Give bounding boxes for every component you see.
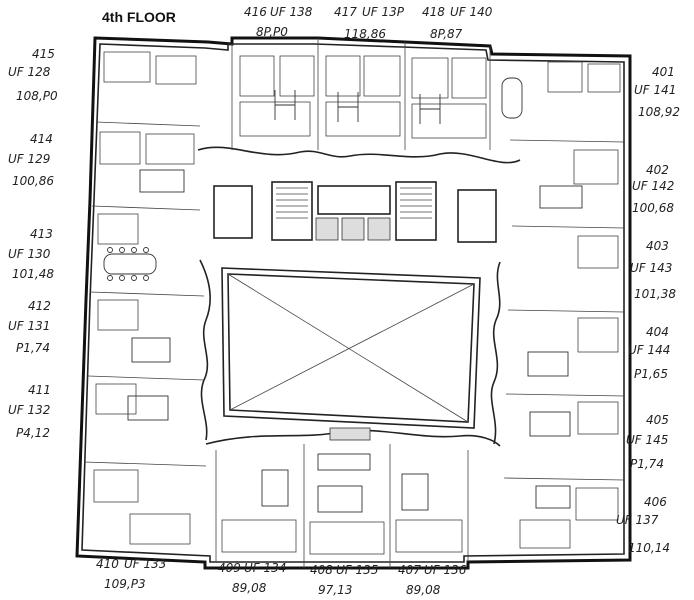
unit-area: 118,86: [344, 27, 386, 41]
unit-area: P4,12: [16, 426, 50, 440]
bottom-offices: [215, 444, 469, 568]
unit-id: 402: [646, 163, 669, 177]
unit-area: 8P,87: [430, 27, 463, 41]
unit-id: 406: [644, 495, 667, 509]
unit-id: 416: [244, 5, 267, 19]
unit-area: 108,92: [638, 105, 680, 119]
unit-id: 404: [646, 325, 669, 339]
unit-area: 108,P0: [16, 89, 58, 103]
unit-labels: 415 UF 128 108,P0 414 UF 129 100,86 413 …: [8, 5, 680, 597]
unit-uf: UF 13P: [362, 5, 405, 19]
unit-uf: UF 129: [8, 152, 50, 166]
unit-uf: UF 130: [8, 247, 51, 261]
unit-id: 409: [218, 561, 241, 575]
unit-area: 97,13: [318, 583, 352, 597]
unit-id: 408: [310, 563, 333, 577]
unit-area: 110,14: [628, 541, 670, 555]
unit-area: 8P,P0: [256, 25, 288, 39]
unit-area: 109,P3: [104, 577, 146, 591]
unit-uf: UF 137: [616, 513, 659, 527]
left-offices: [83, 51, 207, 545]
building-outline: [75, 36, 632, 570]
unit-id: 407: [398, 563, 421, 577]
unit-uf: UF 143: [630, 261, 672, 275]
unit-id: 401: [652, 65, 675, 79]
unit-id: 405: [646, 413, 669, 427]
left-desk-clusters: [103, 169, 185, 421]
unit-area: P1,65: [634, 367, 668, 381]
unit-uf: UF 144: [628, 343, 670, 357]
bottom-desk-clusters: [261, 453, 429, 513]
unit-uf: UF 128: [8, 65, 51, 79]
unit-area: 100,86: [12, 174, 54, 188]
unit-id: 412: [28, 299, 51, 313]
unit-id: 418: [422, 5, 445, 19]
right-offices: [503, 61, 625, 549]
unit-area: P1,74: [630, 457, 664, 471]
h-desk-clusters: [274, 90, 441, 124]
unit-uf: UF 140: [450, 5, 493, 19]
unit-uf: UF 136: [424, 563, 467, 577]
unit-uf: UF 142: [632, 179, 674, 193]
unit-area: 101,48: [12, 267, 54, 281]
central-atrium: [197, 146, 521, 447]
unit-uf: UF 141: [634, 83, 676, 97]
unit-id: 411: [28, 383, 51, 397]
unit-id: 403: [646, 239, 669, 253]
unit-uf: UF 138: [270, 5, 313, 19]
right-desk-clusters: [501, 77, 583, 509]
unit-uf: UF 132: [8, 403, 50, 417]
unit-area: 89,08: [406, 583, 441, 597]
unit-id: 410: [96, 557, 119, 571]
unit-id: 415: [32, 47, 55, 61]
unit-id: 413: [30, 227, 53, 241]
unit-uf: UF 145: [626, 433, 668, 447]
building-core: [213, 181, 497, 441]
unit-uf: UF 133: [124, 557, 166, 571]
unit-uf: UF 131: [8, 319, 50, 333]
unit-id: 417: [334, 5, 357, 19]
unit-area: 100,68: [632, 201, 674, 215]
top-offices: [231, 38, 491, 150]
unit-area: P1,74: [16, 341, 50, 355]
floor-title: 4th FLOOR: [102, 9, 176, 25]
unit-uf: UF 134: [244, 561, 286, 575]
unit-area: 101,38: [634, 287, 676, 301]
unit-id: 414: [30, 132, 53, 146]
unit-uf: UF 135: [336, 563, 378, 577]
unit-area: 89,08: [232, 581, 267, 595]
